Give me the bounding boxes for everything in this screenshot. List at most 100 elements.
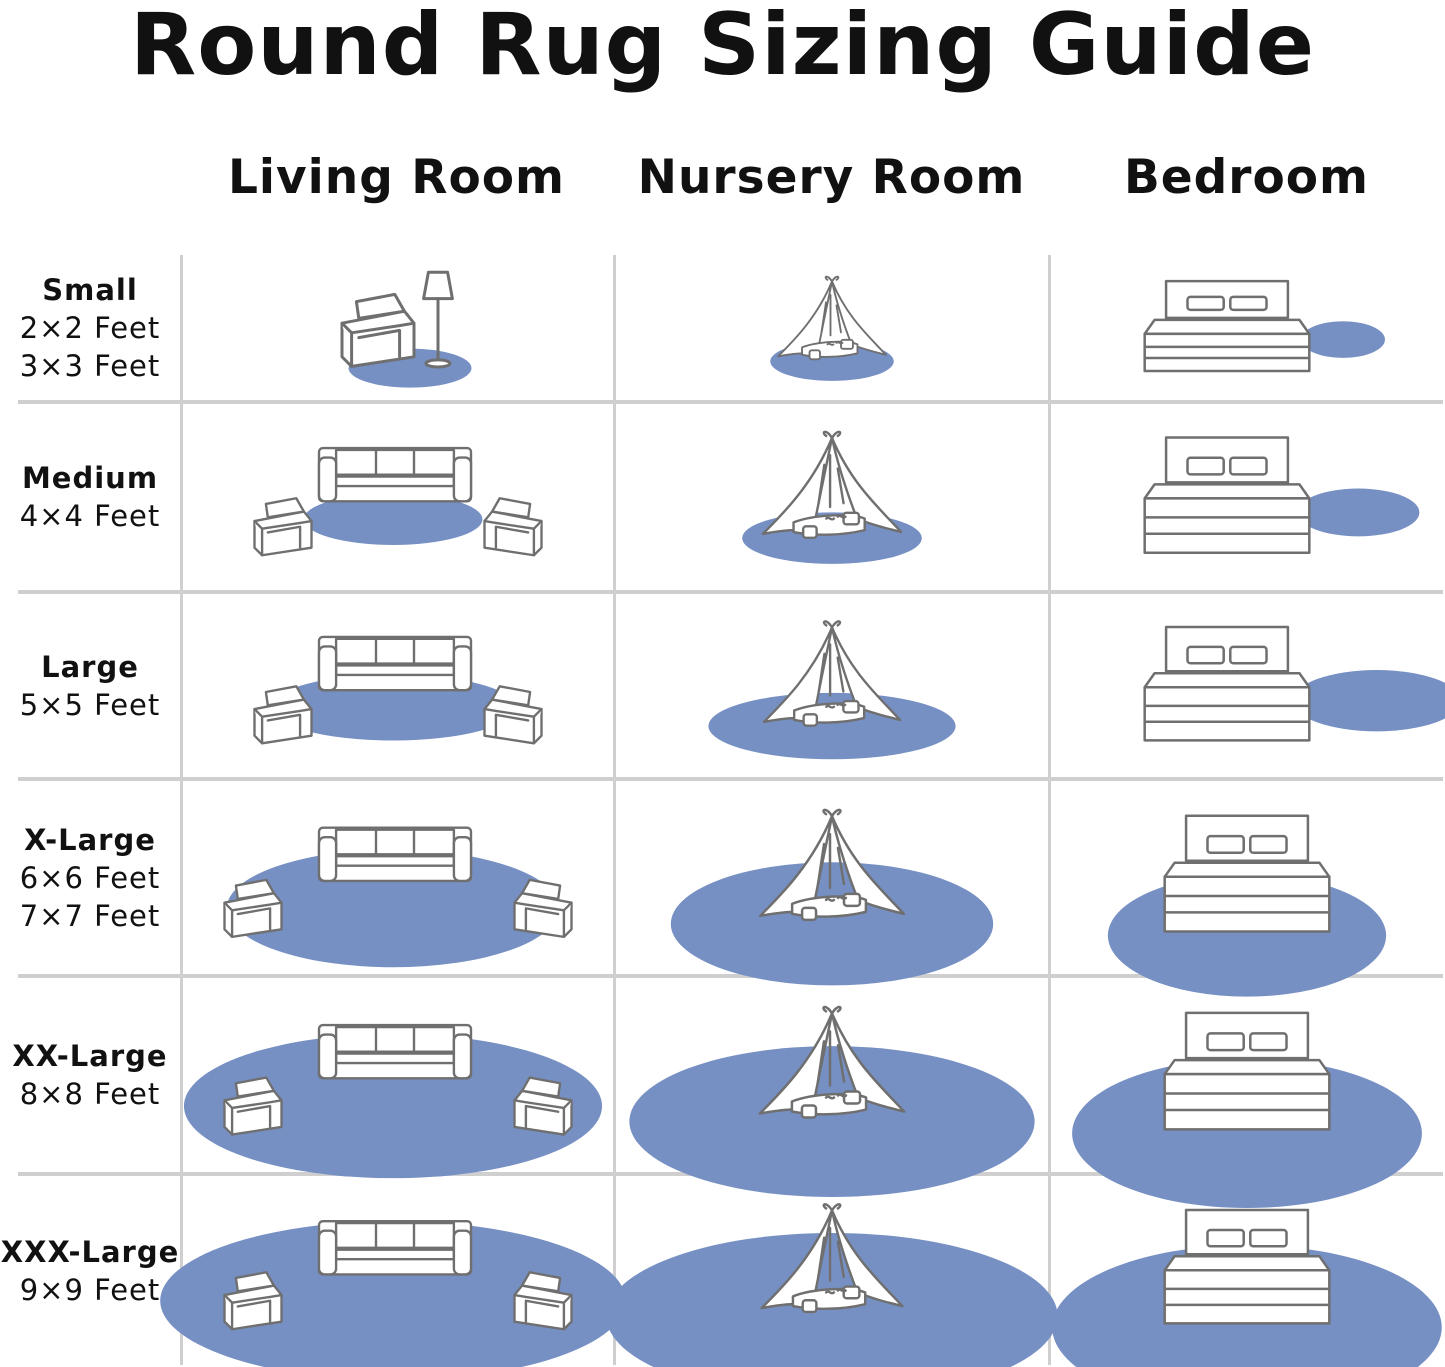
- row-divider: [18, 400, 1443, 404]
- row-divider: [18, 777, 1443, 781]
- row-divider: [18, 974, 1443, 978]
- size-dimensions: 3×3 Feet: [19, 348, 161, 383]
- armchair-icon: [340, 292, 416, 368]
- room-illustration: [183, 1023, 603, 1179]
- column-divider: [180, 255, 183, 1365]
- rug-shape: [1297, 488, 1420, 537]
- row-label: Medium 4×4 Feet: [0, 404, 180, 590]
- sofa-icon: [317, 826, 473, 883]
- room-illustration: [340, 270, 472, 388]
- illustration-cell: [616, 255, 1048, 400]
- room-illustration: [670, 808, 994, 986]
- canopy-tent-icon: [762, 620, 902, 727]
- room-illustration: [1143, 279, 1385, 373]
- column-divider: [613, 255, 616, 1365]
- size-name: XX-Large: [12, 1039, 168, 1073]
- rug-shape: [708, 692, 956, 760]
- size-dimensions: 8×8 Feet: [19, 1077, 161, 1111]
- room-illustration: [253, 446, 543, 557]
- illustration-cell: [183, 978, 613, 1179]
- armchair-icon: [253, 685, 313, 745]
- rug-shape: [629, 1046, 1035, 1197]
- illustration-cell: [183, 781, 613, 974]
- rug-shape: [1300, 321, 1385, 358]
- room-illustration: [253, 635, 543, 745]
- illustration-cell: [1051, 594, 1445, 777]
- room-illustration: [606, 1203, 1058, 1367]
- illustration-cell: [183, 255, 613, 400]
- row-label: XX-Large 8×8 Feet: [0, 978, 180, 1172]
- size-name: X-Large: [24, 822, 156, 857]
- rug-shape: [303, 493, 483, 545]
- illustration-cell: [1051, 781, 1443, 997]
- armchair-icon: [513, 1076, 573, 1136]
- armchair-icon: [513, 878, 573, 939]
- illustration-cell: [606, 1176, 1058, 1367]
- column-divider: [1048, 255, 1051, 1365]
- canopy-tent-icon: [761, 430, 903, 539]
- rug-shape: [183, 1033, 603, 1179]
- illustration-cell: [183, 594, 613, 777]
- sofa-icon: [317, 1023, 473, 1080]
- bed-icon: [1143, 436, 1311, 555]
- illustration-cell: [160, 1176, 626, 1367]
- illustration-cell: [183, 404, 613, 590]
- size-dimensions: 4×4 Feet: [19, 499, 161, 533]
- room-illustration: [629, 1005, 1035, 1197]
- armchair-icon: [513, 1271, 573, 1331]
- armchair-icon: [223, 878, 283, 939]
- illustration-cell: [1051, 404, 1443, 590]
- rug-shape: [1292, 670, 1445, 732]
- size-dimensions: 7×7 Feet: [19, 898, 161, 933]
- rug-shape: [1072, 1058, 1422, 1209]
- bed-icon: [1143, 279, 1311, 373]
- room-illustration: [708, 620, 956, 760]
- column-header-bedroom: Bedroom: [1123, 150, 1370, 205]
- sofa-icon: [317, 1220, 473, 1276]
- sofa-icon: [317, 446, 473, 503]
- floor-lamp-icon: [422, 270, 454, 369]
- size-name: Large: [41, 649, 139, 684]
- bed-icon: [1143, 625, 1311, 742]
- illustration-cell: [1051, 255, 1443, 400]
- room-illustration: [1107, 814, 1387, 997]
- armchair-icon: [483, 685, 543, 745]
- page-title: Round Rug Sizing Guide: [129, 0, 1316, 95]
- size-dimensions: 6×6 Feet: [19, 860, 161, 895]
- size-dimensions: 2×2 Feet: [19, 310, 161, 345]
- rug-shape: [670, 862, 994, 986]
- room-illustration: [160, 1220, 626, 1367]
- illustration-cell: [1051, 1176, 1443, 1367]
- room-illustration: [770, 275, 894, 381]
- armchair-icon: [223, 1271, 283, 1331]
- illustration-cell: [616, 978, 1048, 1197]
- canopy-tent-icon: [758, 1005, 906, 1119]
- illustration-cell: [616, 594, 1048, 777]
- sofa-icon: [317, 635, 473, 692]
- size-name: Small: [42, 272, 138, 307]
- room-illustration: [1143, 625, 1445, 742]
- armchair-icon: [483, 497, 543, 557]
- bed-icon: [1163, 1011, 1331, 1131]
- column-header-nursery-room: Nursery Room: [637, 150, 1026, 205]
- rug-shape: [226, 849, 560, 968]
- room-illustration: [1143, 436, 1420, 555]
- canopy-tent-icon: [777, 275, 887, 361]
- room-illustration: [1072, 1011, 1422, 1209]
- canopy-tent-icon: [760, 1203, 904, 1314]
- size-dimensions: 5×5 Feet: [19, 687, 161, 722]
- size-name: XXX-Large: [0, 1234, 180, 1269]
- bed-icon: [1163, 1208, 1331, 1325]
- room-illustration: [223, 826, 573, 968]
- size-name: Medium: [21, 461, 159, 495]
- column-header-living-room: Living Room: [227, 150, 566, 205]
- room-illustration: [742, 430, 922, 564]
- rug-shape: [160, 1221, 626, 1367]
- illustration-cell: [1051, 978, 1443, 1209]
- room-illustration: [1052, 1208, 1442, 1367]
- size-dimensions: 9×9 Feet: [19, 1272, 161, 1307]
